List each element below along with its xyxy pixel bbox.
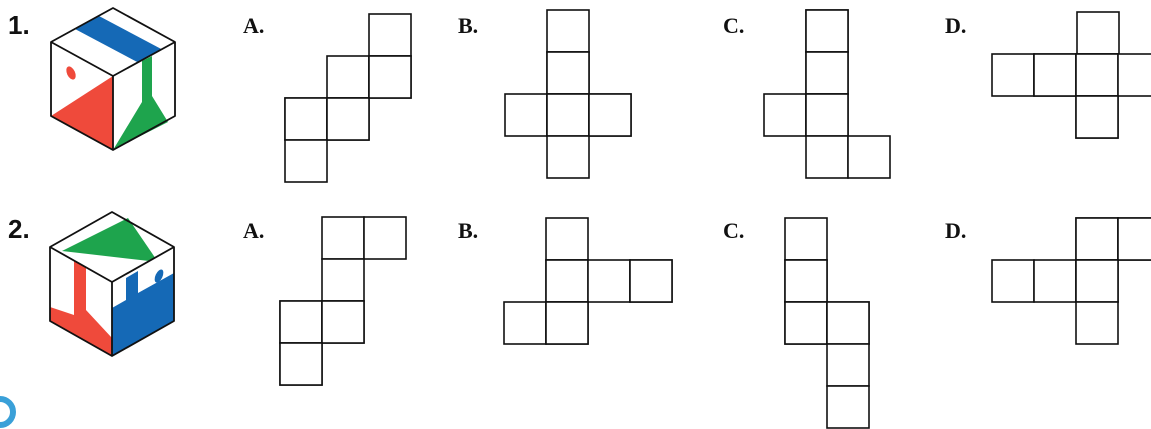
option-letter: B. [458,13,478,38]
option-letter: D. [945,13,966,38]
cube-figure [49,211,175,357]
option-letter: A. [243,13,264,38]
net-option-2d[interactable] [991,217,1151,345]
net-option-1b[interactable] [504,9,632,179]
option-letter: A. [243,218,264,243]
net-option-1a[interactable] [284,13,412,183]
net-option-2b[interactable] [503,217,673,345]
net-option-2a[interactable] [279,216,407,386]
net-option-1d[interactable] [991,11,1151,139]
cube-figure [50,7,176,151]
net-option-2c[interactable] [784,217,870,429]
decorative-circle-icon [0,396,16,428]
net-option-1c[interactable] [763,9,891,179]
option-letter: D. [945,218,966,243]
option-letter: B. [458,218,478,243]
question-number: 1. [8,10,30,40]
question-number: 2. [8,214,30,244]
option-letter: C. [723,218,744,243]
option-letter: C. [723,13,744,38]
